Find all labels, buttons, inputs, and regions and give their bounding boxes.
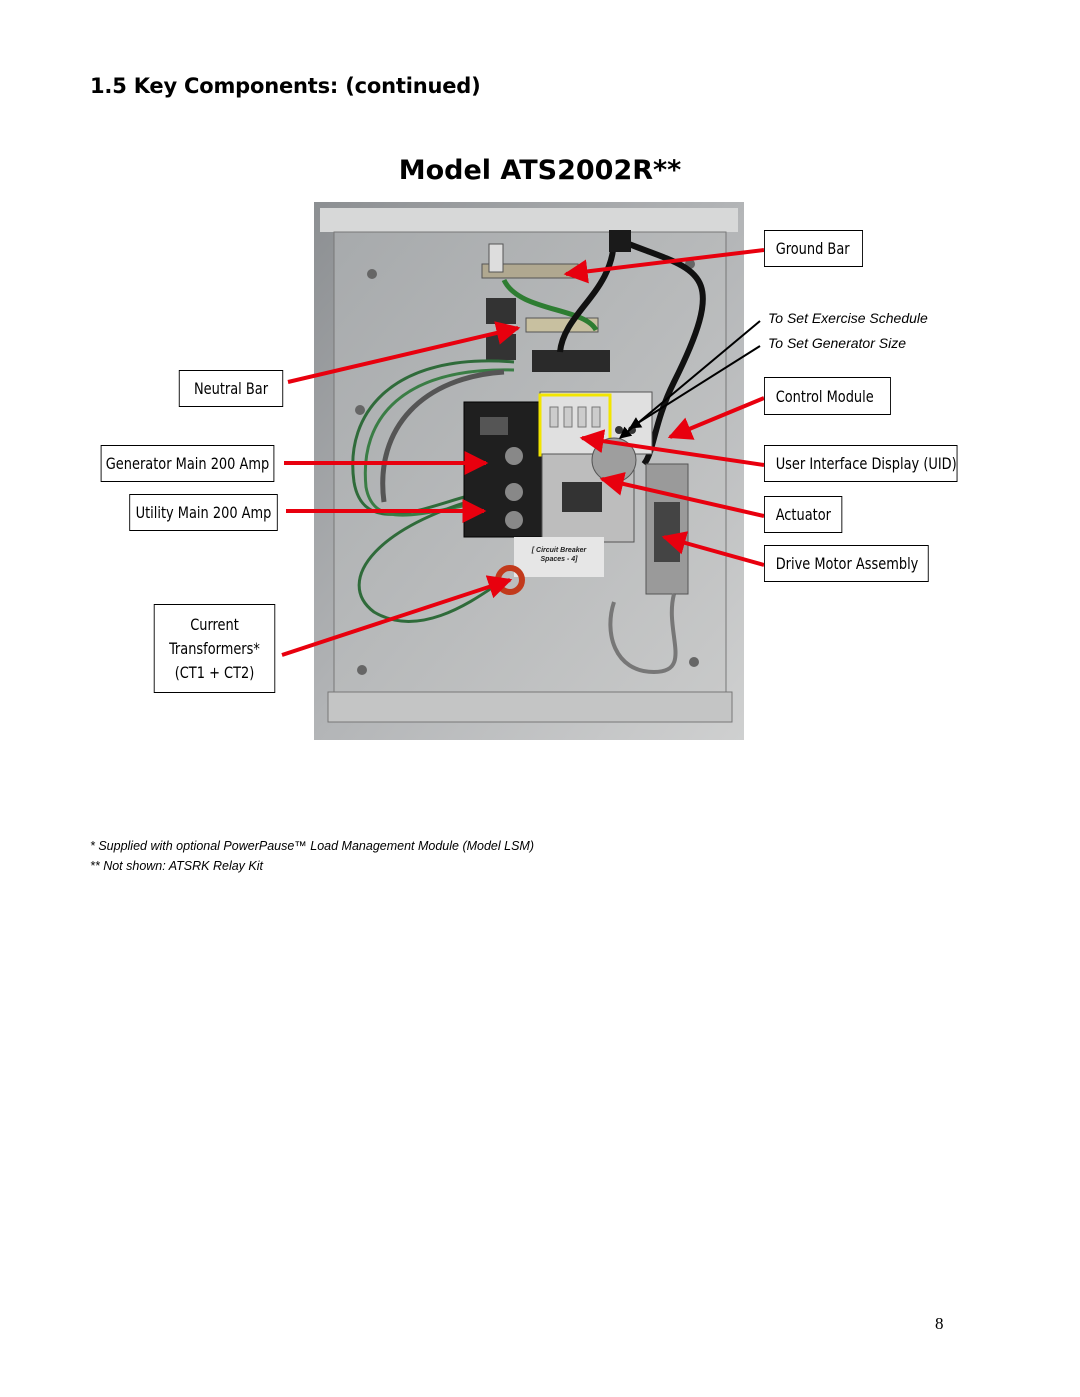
arrow-control-module — [667, 396, 765, 440]
ct-line-2: Transformers* — [169, 638, 260, 658]
lug — [488, 243, 504, 273]
ct-line-1: Current — [190, 614, 239, 634]
enclosure-top-lip — [320, 208, 738, 232]
label-ground-bar: Ground Bar — [764, 230, 863, 267]
black-cable — [557, 237, 617, 353]
fuse-block — [532, 350, 610, 372]
label-neutral-bar: Neutral Bar — [178, 370, 284, 407]
motor-cable — [608, 593, 678, 675]
knockout-hole — [355, 405, 365, 415]
label-generator-main: Generator Main 200 Amp — [100, 445, 275, 482]
label-utility-main: Utility Main 200 Amp — [129, 494, 278, 531]
ground-wire — [501, 278, 599, 332]
knockout-hole — [367, 269, 377, 279]
label-uid: User Interface Display (UID) — [764, 445, 958, 482]
breaker-handle — [480, 417, 508, 435]
ct-line-3: (CT1 + CT2) — [174, 662, 255, 682]
breaker-spaces-plate — [514, 537, 604, 577]
arrow-drive-motor — [661, 531, 765, 567]
uid-leds — [549, 406, 601, 428]
arrow-neutral-bar — [287, 321, 521, 384]
footnote-relay: ** Not shown: ATSRK Relay Kit — [90, 859, 263, 873]
breaker-screw — [505, 483, 523, 501]
label-drive-motor: Drive Motor Assembly — [764, 545, 929, 582]
actuator-block — [562, 482, 602, 512]
neutral-lug — [486, 298, 516, 324]
note-generator-size: To Set Generator Size — [768, 335, 907, 351]
breaker-screw — [505, 511, 523, 529]
arrow-actuator — [599, 472, 765, 518]
page-number: 8 — [935, 1314, 944, 1333]
section-title: 1.5 Key Components: (continued) — [90, 74, 481, 98]
arrow-uid — [579, 429, 765, 467]
label-actuator: Actuator — [764, 496, 843, 533]
green-wire — [351, 359, 515, 516]
knockout-hole — [689, 657, 699, 667]
breaker-spaces-line1: [ Circuit Breaker — [531, 547, 588, 554]
arrow-ground-bar — [563, 248, 765, 284]
arrow-generator-size — [628, 345, 761, 429]
footnote-lsm: * Supplied with optional PowerPause™ Loa… — [90, 839, 535, 853]
black-cable — [612, 235, 706, 466]
note-exercise-schedule: To Set Exercise Schedule — [768, 310, 928, 326]
label-control-module: Control Module — [764, 377, 891, 415]
green-wire — [357, 490, 505, 623]
breaker-screw — [505, 447, 523, 465]
gray-cable — [380, 369, 505, 503]
model-title: Model ATS2002R** — [398, 155, 682, 186]
label-current-transformers: Current Transformers* (CT1 + CT2) — [153, 604, 276, 693]
cable-connector — [609, 230, 631, 252]
breaker-spaces-line2: Spaces - 4] — [541, 556, 579, 563]
neutral-bar — [525, 317, 599, 333]
knockout-hole — [357, 665, 367, 675]
arrow-current-transformers — [281, 575, 513, 657]
enclosure-bottom-lip — [327, 691, 733, 723]
